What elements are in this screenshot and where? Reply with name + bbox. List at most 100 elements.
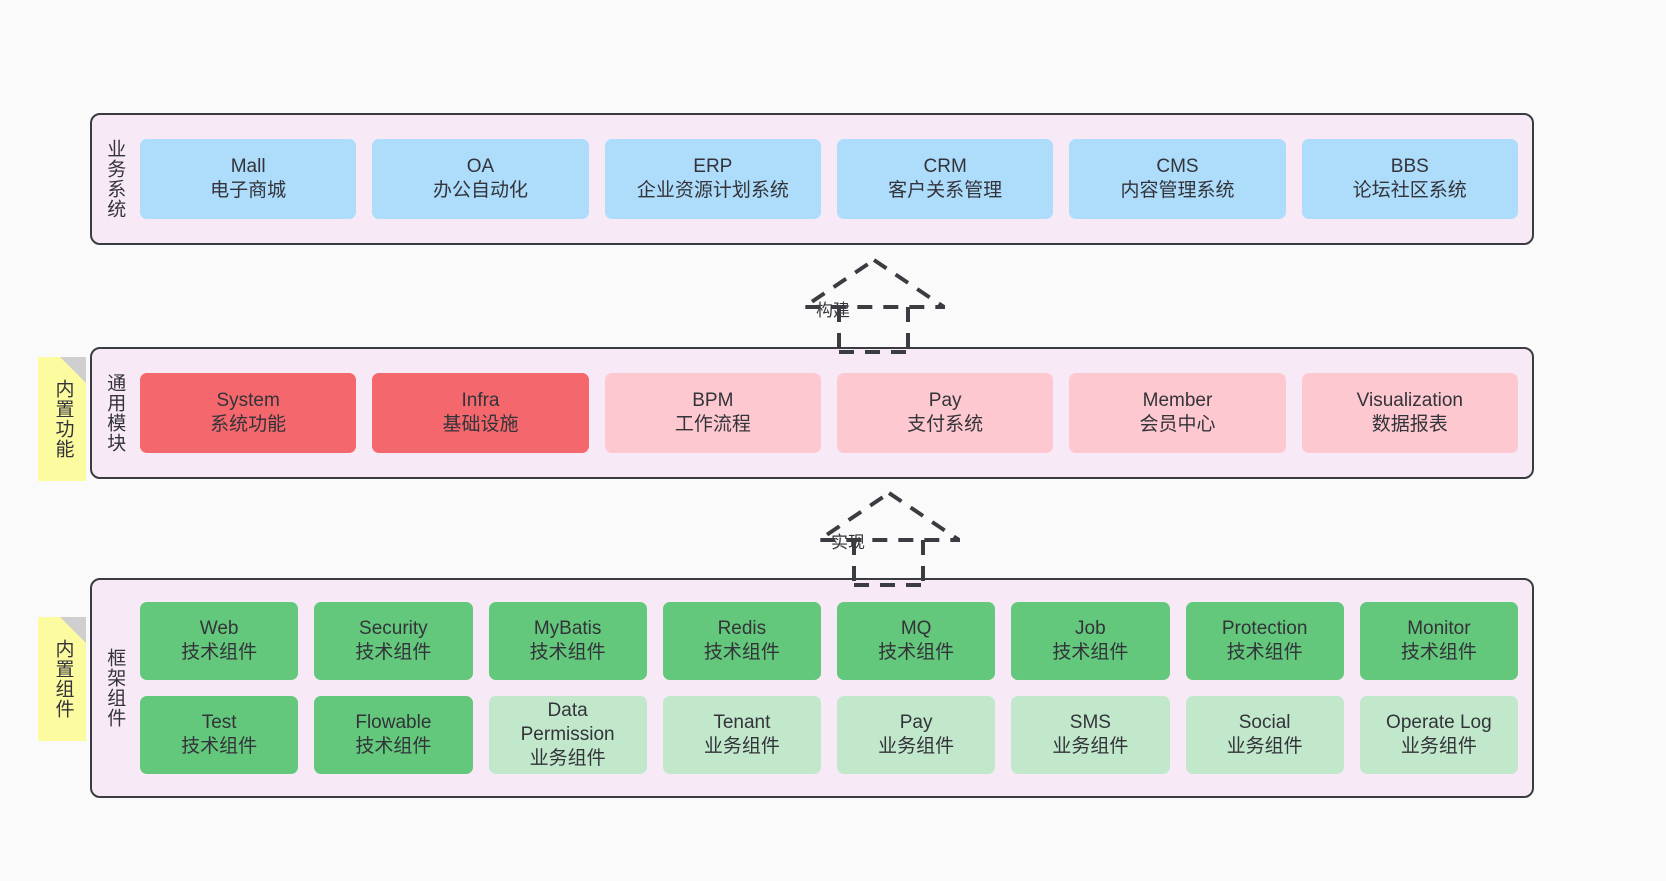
- framework-card-test[interactable]: Test 技术组件: [140, 696, 299, 774]
- card-en-label: CMS: [1156, 156, 1199, 178]
- layer-common-modules: 通用模块 System 系统功能 Infra 基础设施 BPM 工作流程 Pay…: [90, 347, 1534, 479]
- card-en-label: BBS: [1390, 156, 1429, 178]
- card-en-label: Monitor: [1407, 618, 1471, 640]
- card-en-label: CRM: [923, 156, 967, 178]
- card-cn-label: 会员中心: [1139, 414, 1216, 435]
- note-fold-corner: [60, 357, 86, 383]
- common-card-member[interactable]: Member 会员中心: [1069, 373, 1286, 453]
- business-card-mall[interactable]: Mall 电子商城: [140, 139, 357, 219]
- card-cn-label: 客户关系管理: [888, 180, 1003, 201]
- common-card-pay[interactable]: Pay 支付系统: [836, 373, 1054, 453]
- card-en-label: System: [216, 390, 280, 412]
- note-fold-corner: [60, 617, 86, 643]
- card-en-label: Pay: [928, 390, 962, 412]
- common-row: System 系统功能 Infra 基础设施 BPM 工作流程 Pay 支付系统…: [140, 373, 1518, 453]
- card-cn-label: 技术组件: [1400, 642, 1477, 663]
- card-cn-label: 业务组件: [529, 747, 606, 769]
- framework-card-tenant[interactable]: Tenant 业务组件: [662, 696, 821, 774]
- card-cn-label: 技术组件: [355, 736, 432, 757]
- card-en-label: Protection: [1221, 618, 1308, 640]
- card-cn-label: 系统功能: [210, 414, 287, 435]
- common-card-bpm[interactable]: BPM 工作流程: [604, 373, 821, 453]
- card-cn-label: 支付系统: [907, 414, 984, 435]
- framework-card-web[interactable]: Web 技术组件: [140, 602, 299, 680]
- card-cn-label: 业务组件: [1052, 736, 1129, 757]
- business-card-bbs[interactable]: BBS 论坛社区系统: [1301, 139, 1518, 219]
- card-en-label: Tenant: [713, 712, 771, 734]
- card-cn-label: 业务组件: [878, 736, 955, 757]
- card-en-label: Pay: [899, 712, 933, 734]
- card-cn-label: 基础设施: [442, 414, 519, 435]
- card-en-label: Web: [199, 618, 239, 640]
- framework-card-social[interactable]: Social 业务组件: [1185, 696, 1344, 774]
- business-card-crm[interactable]: CRM 客户关系管理: [836, 139, 1054, 219]
- card-cn-label: 内容管理系统: [1120, 180, 1235, 201]
- card-cn-label: 技术组件: [355, 642, 432, 663]
- card-en-label: Job: [1075, 618, 1106, 640]
- card-en-label: Security: [359, 618, 428, 640]
- note-builtin-components: 内置组件: [38, 617, 86, 741]
- card-cn-label: 业务组件: [1400, 736, 1477, 757]
- layer-framework-body: Web 技术组件 Security 技术组件 MyBatis 技术组件 Redi…: [136, 580, 1532, 796]
- card-cn-label: 工作流程: [674, 414, 751, 435]
- layer-common-title: 通用模块: [104, 373, 126, 453]
- card-en-label: Operate Log: [1386, 712, 1492, 734]
- layer-common-body: System 系统功能 Infra 基础设施 BPM 工作流程 Pay 支付系统…: [136, 349, 1532, 477]
- card-en-label: MyBatis: [533, 618, 602, 640]
- framework-row-technical: Web 技术组件 Security 技术组件 MyBatis 技术组件 Redi…: [140, 602, 1518, 680]
- framework-card-mybatis[interactable]: MyBatis 技术组件: [488, 602, 647, 680]
- card-en-label: SMS: [1069, 712, 1111, 734]
- card-en-label: Test: [201, 712, 237, 734]
- card-cn-label: 技术组件: [181, 736, 258, 757]
- common-card-system[interactable]: System 系统功能: [140, 373, 357, 453]
- connector-build-arrow: [797, 258, 945, 355]
- card-cn-label: 业务组件: [703, 736, 780, 757]
- card-cn-label: 技术组件: [878, 642, 955, 663]
- card-en-label: Data Permission: [520, 700, 615, 746]
- card-en-label: Social: [1238, 712, 1291, 734]
- layer-framework-components: 框架组件 Web 技术组件 Security 技术组件 MyBatis 技术组件…: [90, 578, 1534, 798]
- framework-card-sms[interactable]: SMS 业务组件: [1011, 696, 1170, 774]
- framework-card-redis[interactable]: Redis 技术组件: [662, 602, 821, 680]
- layer-business-body: Mall 电子商城 OA 办公自动化 ERP 企业资源计划系统 CRM 客户关系…: [136, 115, 1532, 243]
- card-en-label: Mall: [230, 156, 266, 178]
- framework-card-monitor[interactable]: Monitor 技术组件: [1359, 602, 1518, 680]
- layer-business-system: 业务系统 Mall 电子商城 OA 办公自动化 ERP 企业资源计划系统 CRM…: [90, 113, 1534, 245]
- framework-card-security[interactable]: Security 技术组件: [314, 602, 473, 680]
- framework-card-data-permission[interactable]: Data Permission 业务组件: [488, 696, 647, 774]
- card-cn-label: 企业资源计划系统: [636, 180, 789, 201]
- card-cn-label: 技术组件: [181, 642, 258, 663]
- framework-card-operate-log[interactable]: Operate Log 业务组件: [1359, 696, 1518, 774]
- framework-card-job[interactable]: Job 技术组件: [1011, 602, 1170, 680]
- card-en-label: Infra: [461, 390, 500, 412]
- layer-framework-title: 框架组件: [104, 648, 126, 728]
- card-cn-label: 业务组件: [1226, 736, 1303, 757]
- note-builtin-features: 内置功能: [38, 357, 86, 481]
- framework-row-business: Test 技术组件 Flowable 技术组件 Data Permission …: [140, 696, 1518, 774]
- framework-card-mq[interactable]: MQ 技术组件: [837, 602, 996, 680]
- common-card-visualization[interactable]: Visualization 数据报表: [1301, 373, 1518, 453]
- framework-card-pay[interactable]: Pay 业务组件: [837, 696, 996, 774]
- connector-implement-label: 实现: [831, 533, 865, 552]
- business-row: Mall 电子商城 OA 办公自动化 ERP 企业资源计划系统 CRM 客户关系…: [140, 139, 1518, 219]
- framework-card-protection[interactable]: Protection 技术组件: [1185, 602, 1344, 680]
- card-en-label: MQ: [900, 618, 932, 640]
- card-en-label: OA: [466, 156, 495, 178]
- card-en-label: Redis: [717, 618, 767, 640]
- framework-card-flowable[interactable]: Flowable 技术组件: [314, 696, 473, 774]
- card-cn-label: 论坛社区系统: [1352, 180, 1467, 201]
- business-card-oa[interactable]: OA 办公自动化: [372, 139, 589, 219]
- connector-implement-arrow: [812, 491, 960, 588]
- common-card-infra[interactable]: Infra 基础设施: [372, 373, 589, 453]
- note-label: 内置组件: [52, 639, 74, 719]
- layer-business-title: 业务系统: [104, 139, 126, 219]
- business-card-erp[interactable]: ERP 企业资源计划系统: [604, 139, 821, 219]
- card-cn-label: 技术组件: [529, 642, 606, 663]
- card-cn-label: 技术组件: [1052, 642, 1129, 663]
- card-cn-label: 电子商城: [210, 180, 287, 201]
- business-card-cms[interactable]: CMS 内容管理系统: [1069, 139, 1286, 219]
- card-en-label: ERP: [693, 156, 733, 178]
- card-cn-label: 数据报表: [1371, 414, 1448, 435]
- note-label: 内置功能: [52, 379, 74, 459]
